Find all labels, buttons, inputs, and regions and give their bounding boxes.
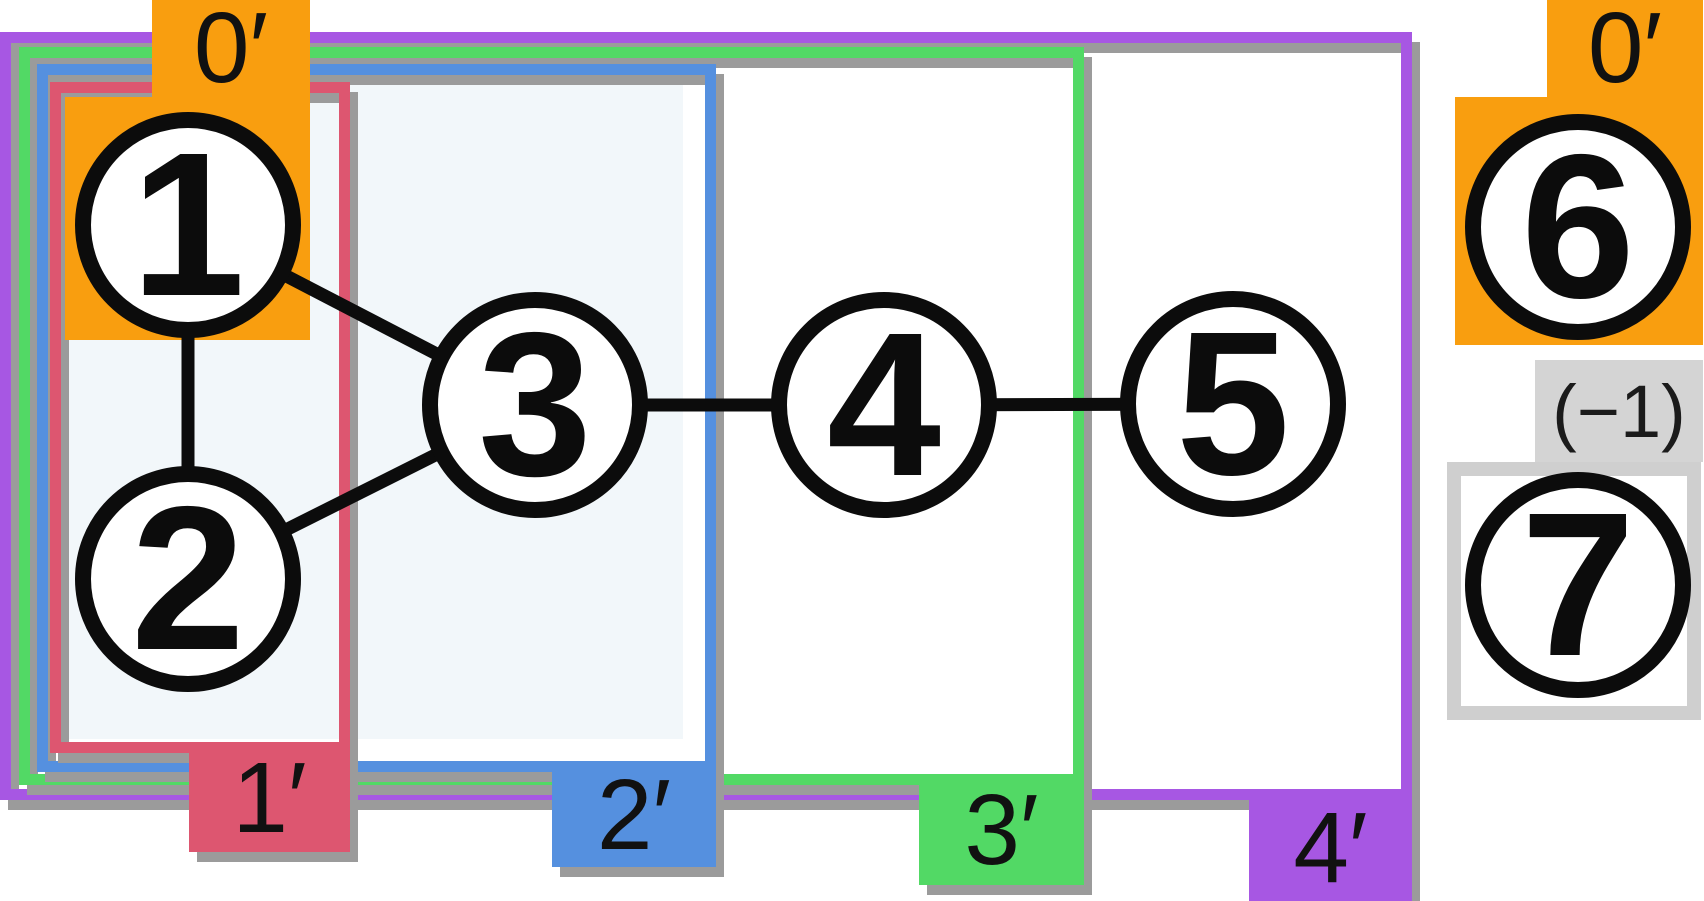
bag-0-prime-left-label: 0′	[152, 0, 310, 104]
frame-2-prime: 2′	[37, 64, 716, 871]
node-1: 1	[75, 112, 301, 338]
bag-minus-one-label: (−1)	[1535, 360, 1703, 462]
node-6: 6	[1465, 114, 1691, 340]
frame-1-prime-label: 1′	[189, 742, 350, 854]
frame-3-prime: 3′	[19, 47, 1084, 886]
frame-3-prime-label: 3′	[919, 774, 1084, 886]
node-4: 4	[771, 292, 997, 518]
frame-4-prime-label: 4′	[1249, 792, 1412, 901]
node-3: 3	[422, 292, 648, 518]
node-5: 5	[1120, 291, 1346, 517]
node-2: 2	[75, 466, 301, 692]
node-7: 7	[1465, 472, 1691, 698]
bag-0-prime-right-label: 0′	[1547, 0, 1703, 104]
frame-2-prime-label: 2′	[552, 759, 716, 871]
